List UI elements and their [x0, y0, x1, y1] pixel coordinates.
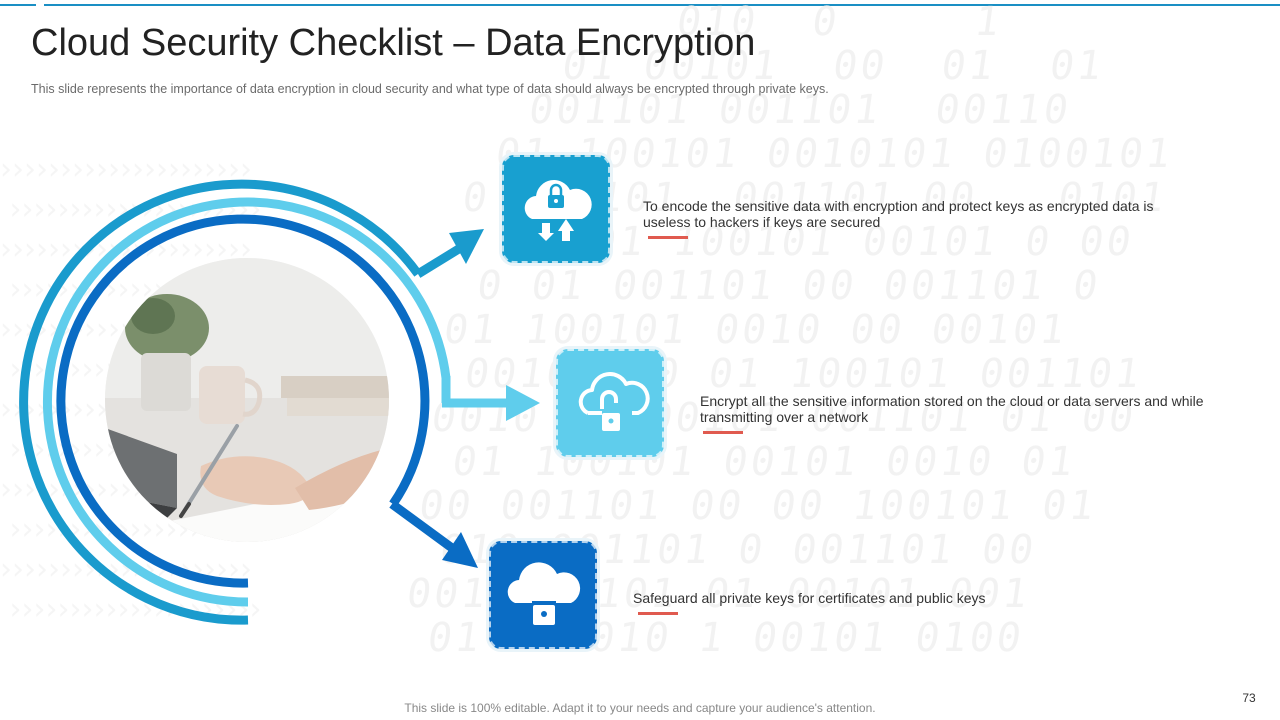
header-rule [44, 4, 1280, 6]
footer-note: This slide is 100% editable. Adapt it to… [404, 701, 876, 715]
bottom-arrow-head [442, 532, 478, 568]
page-subtitle: This slide represents the importance of … [31, 82, 829, 96]
middle-ring-arc [42, 197, 451, 607]
workspace-illustration [105, 258, 389, 542]
page-title: Cloud Security Checklist – Data Encrypti… [31, 22, 756, 64]
item-1-accent-bar [648, 236, 688, 239]
outer-ring-arc [19, 179, 422, 625]
item-2-accent-bar [703, 431, 743, 434]
cloud-lock-transfer-icon [524, 180, 592, 241]
bottom-arrow-shaft [389, 500, 455, 552]
cloud-lock-icon-tile [489, 541, 597, 649]
item-1-text: To encode the sensitive data with encryp… [643, 198, 1154, 230]
page-number: 73 [1236, 688, 1262, 708]
cloud-unlock-icon [578, 372, 650, 431]
cloud-unlock-icon-tile [556, 349, 664, 457]
item-3-text: Safeguard all private keys for certifica… [633, 590, 986, 606]
workspace-photo [105, 258, 389, 542]
top-arrow-shaft [415, 243, 465, 278]
header-rule-left [0, 4, 36, 6]
item-3-accent-bar [638, 612, 678, 615]
cloud-lock-icon [507, 562, 581, 625]
cloud-lock-transfer-icon-tile [502, 155, 610, 263]
inner-ring-arc [56, 214, 430, 588]
top-arrow-head [449, 229, 484, 264]
middle-arrow-head [506, 385, 540, 421]
item-2-text: Encrypt all the sensitive information st… [700, 393, 1204, 425]
